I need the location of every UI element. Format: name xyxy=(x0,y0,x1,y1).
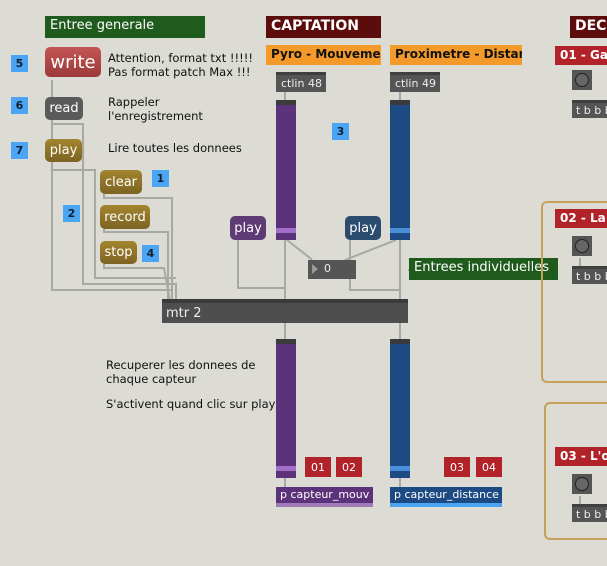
read-button[interactable]: read xyxy=(45,97,83,120)
step-badge-5: 5 xyxy=(11,55,28,72)
header-entree-generale: Entree generale xyxy=(45,16,205,38)
pyro-slider-bottom[interactable] xyxy=(276,339,296,478)
deco-header-03: 03 - L'ori xyxy=(555,447,607,466)
p-capteur-distance-object[interactable]: p capteur_distance xyxy=(390,487,502,507)
ctlin-49-object[interactable]: ctlin 49 xyxy=(390,72,440,92)
bang-02[interactable] xyxy=(572,236,592,256)
bang-01[interactable] xyxy=(572,70,592,90)
deco-frame-02 xyxy=(541,201,607,383)
play-proximetre-button[interactable]: play xyxy=(345,216,381,240)
bang-circle-icon xyxy=(575,239,589,253)
record-button[interactable]: record xyxy=(100,205,150,229)
play-all-button[interactable]: play xyxy=(45,139,82,162)
bang-03[interactable] xyxy=(572,474,592,494)
header-proximetre-distance: Proximetre - Distance xyxy=(390,45,522,65)
step-badge-3: 3 xyxy=(332,123,349,140)
trigger-01[interactable]: t b b b xyxy=(572,100,607,118)
proximetre-slider-bottom[interactable] xyxy=(390,339,410,478)
number-box[interactable]: 0 xyxy=(308,260,356,279)
red-badge-02: 02 xyxy=(336,457,362,477)
header-pyro-mouvement: Pyro - Mouvement xyxy=(266,45,381,65)
p-capteur-mouv-object[interactable]: p capteur_mouv xyxy=(276,487,373,507)
red-badge-04: 04 xyxy=(476,457,502,477)
comment-rappeler: Rappeler l'enregistrement xyxy=(108,95,203,123)
number-value: 0 xyxy=(324,262,331,275)
red-badge-01: 01 xyxy=(305,457,331,477)
stop-button[interactable]: stop xyxy=(100,241,137,264)
deco-frame-03 xyxy=(544,402,607,540)
proximetre-slider-top[interactable] xyxy=(390,100,410,240)
write-button[interactable]: write xyxy=(45,47,101,77)
pyro-slider-top[interactable] xyxy=(276,100,296,240)
comment-lire-donnees: Lire toutes les donnees xyxy=(108,141,242,155)
trigger-02[interactable]: t b b b xyxy=(572,266,607,284)
comment-recuperer: Recuperer les donnees de chaque capteur xyxy=(106,358,256,386)
header-captation: CAPTATION xyxy=(266,16,381,38)
ctlin-48-object[interactable]: ctlin 48 xyxy=(276,72,326,92)
clear-button[interactable]: clear xyxy=(100,170,142,194)
red-badge-03: 03 xyxy=(444,457,470,477)
step-badge-7: 7 xyxy=(11,142,28,159)
number-triangle-icon xyxy=(312,264,318,274)
step-badge-6: 6 xyxy=(11,97,28,114)
bang-circle-icon xyxy=(575,477,589,491)
mtr-object[interactable]: mtr 2 xyxy=(162,299,408,323)
header-deco: DECO xyxy=(570,16,607,38)
deco-header-02: 02 - La q xyxy=(555,209,607,228)
comment-attention-format: Attention, format txt !!!!! Pas format p… xyxy=(108,51,253,79)
play-pyro-button[interactable]: play xyxy=(230,216,266,240)
deco-header-01: 01 - Gari xyxy=(555,46,607,65)
step-badge-2: 2 xyxy=(63,205,80,222)
bang-circle-icon xyxy=(575,73,589,87)
comment-activent: S'activent quand clic sur play xyxy=(106,397,276,411)
trigger-03[interactable]: t b b b xyxy=(572,504,607,522)
header-entrees-individuelles: Entrees individuelles xyxy=(409,258,558,280)
step-badge-4: 4 xyxy=(142,245,159,262)
step-badge-1: 1 xyxy=(152,170,169,187)
